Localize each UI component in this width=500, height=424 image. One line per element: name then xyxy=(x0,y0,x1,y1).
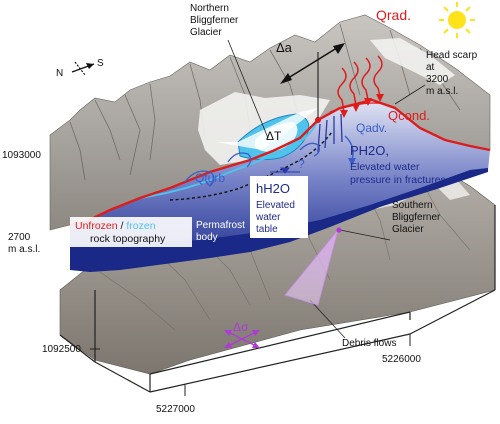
stress-arrows-icon xyxy=(224,330,260,348)
northern-glacier-label-1: Northern xyxy=(190,3,229,14)
legend-line-1: Unfrozen / frozen xyxy=(75,220,156,232)
unfrozen-label: Unfrozen xyxy=(75,220,118,232)
advection-arrow xyxy=(344,135,354,161)
radiation-arrows xyxy=(337,55,383,113)
delta-a-label: Δa xyxy=(276,40,293,55)
axis-1093000-label: 1093000 xyxy=(2,150,41,161)
rock-topography-label: rock topography xyxy=(90,233,166,245)
head-scarp-label-2: at xyxy=(426,62,435,73)
axis-2700-label-1: 2700 xyxy=(8,232,31,243)
frozen-topography-line xyxy=(139,119,319,199)
legend-slash: / xyxy=(118,220,127,232)
axis-2700-label-2: m a.s.l. xyxy=(8,244,40,255)
debris-flows-label: Debris flows xyxy=(342,338,396,349)
delta-sigma-label: Δσ xyxy=(233,320,249,334)
northern-glacier-label-2: Bliggferner xyxy=(190,15,239,26)
head-scarp-label-1: Head scarp xyxy=(426,50,478,61)
delta-t-label: ΔT xyxy=(266,129,282,143)
compass-arrow-icon xyxy=(71,61,95,76)
elevated-table-label-2: water xyxy=(255,212,281,223)
head-scarp-label-3: 3200 xyxy=(426,74,449,85)
p-h2o-label: PH2O, xyxy=(350,143,389,158)
axis-5226000-label: 5226000 xyxy=(382,354,421,365)
lower-block-frame xyxy=(59,205,496,393)
ice-wedge xyxy=(215,108,318,150)
elevated-table-label-3: table xyxy=(256,224,278,235)
northern-glacier-label-3: Glacier xyxy=(190,27,222,38)
q-cond-label: Qcond. xyxy=(388,108,430,123)
north-label: N xyxy=(56,68,63,79)
elevated-pressure-label-2: pressure in fractures xyxy=(350,174,446,186)
permafrost-label-2: body xyxy=(196,232,218,243)
southern-glacier-label-1: Southern xyxy=(392,200,433,211)
southern-glacier-label-2: Bliggferner xyxy=(392,212,441,223)
elevated-pressure-label-1: Elevated water xyxy=(350,161,420,173)
permafrost-label-1: Permafrost xyxy=(196,220,245,231)
radiation-arrowheads xyxy=(340,94,384,118)
q-adv-label: Qadv. xyxy=(356,121,387,135)
fractures xyxy=(317,113,343,153)
sun-icon xyxy=(439,2,475,38)
head-scarp-dot xyxy=(315,117,321,123)
turbulent-flow-swirls xyxy=(184,142,320,187)
legend-box xyxy=(70,217,192,247)
frozen-label: frozen xyxy=(126,220,155,232)
q-turb-label: Qturb xyxy=(195,171,225,185)
debris-source-dot xyxy=(336,227,342,233)
rock-topography-red-line xyxy=(69,98,491,227)
south-label: S xyxy=(97,58,104,69)
q-rad-label: Qrad. xyxy=(376,7,411,23)
question-mark: ? xyxy=(298,157,305,171)
water-table xyxy=(270,167,300,174)
southern-glacier-label-3: Glacier xyxy=(392,224,424,235)
debris-flow-cone xyxy=(284,229,339,306)
axis-1092500-label: 1092500 xyxy=(42,344,81,355)
axis-5227000-label: 5227000 xyxy=(156,404,195,415)
displacement-arrow xyxy=(280,43,345,84)
water-table-box xyxy=(250,176,308,238)
leader-lines xyxy=(227,39,426,339)
conduction-arrow xyxy=(329,102,386,113)
elevated-table-label-1: Elevated xyxy=(256,200,295,211)
head-scarp-label-4: m a.s.l. xyxy=(426,86,458,97)
h-h2o-label: hH2O xyxy=(256,181,290,196)
